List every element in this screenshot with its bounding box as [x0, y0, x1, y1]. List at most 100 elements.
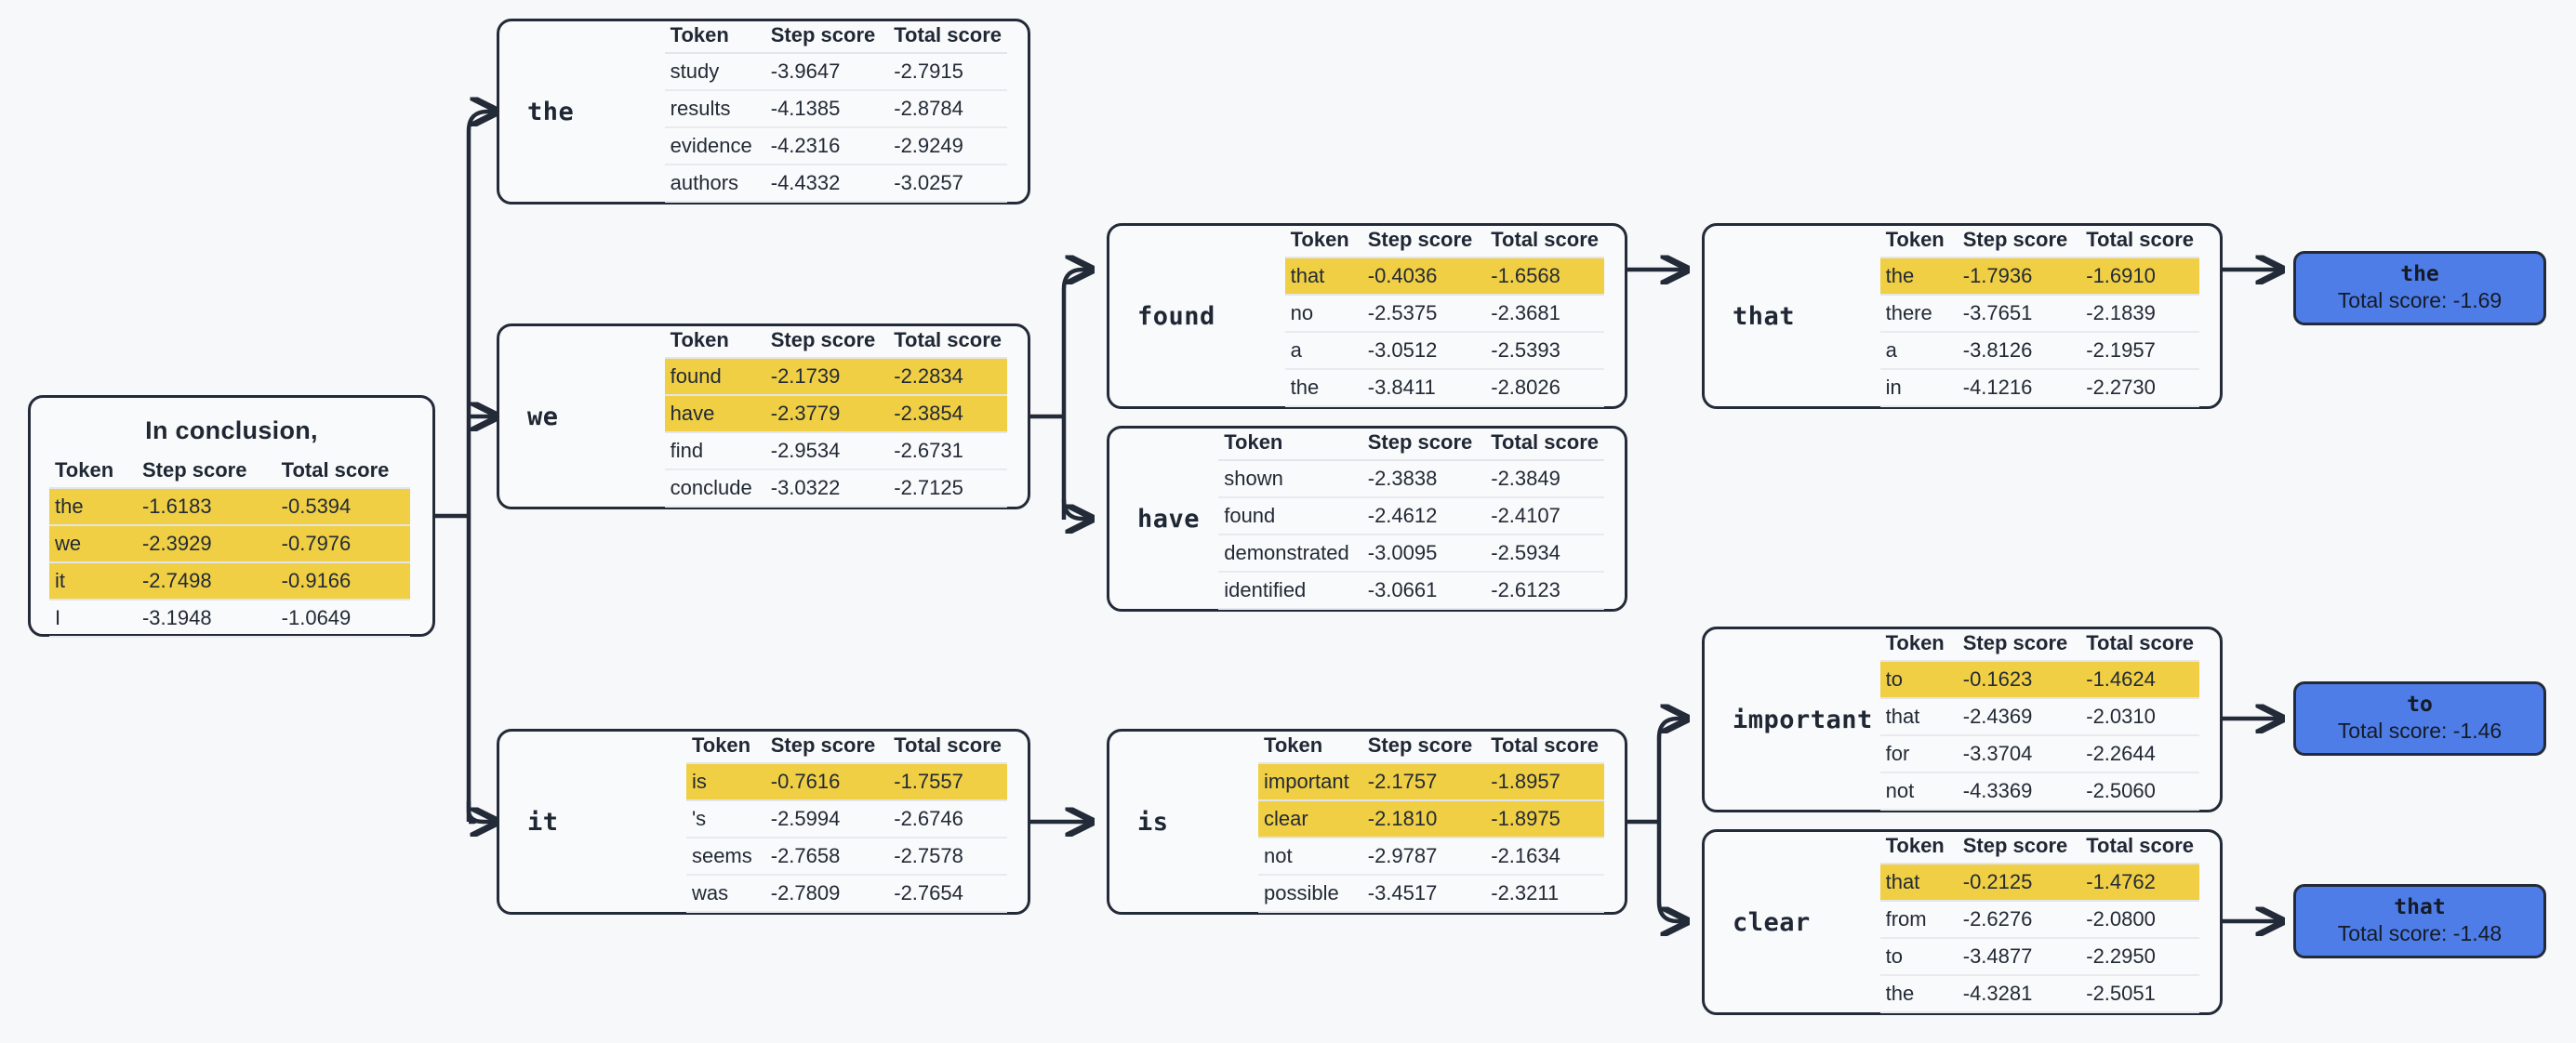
node-label: that	[1733, 301, 1796, 331]
table-row[interactable]: demonstrated-3.0095-2.5934	[1218, 534, 1604, 573]
leaf-the[interactable]: the Total score: -1.69	[2293, 251, 2546, 325]
leaf-to[interactable]: to Total score: -1.46	[2293, 681, 2546, 756]
table-row[interactable]: I-3.1948-1.0649	[49, 600, 410, 638]
table-row[interactable]: was-2.7809-2.7654	[685, 874, 1007, 913]
cell-step-score: -2.5375	[1361, 294, 1486, 333]
table-row[interactable]: a-3.0512-2.5393	[1284, 331, 1604, 370]
node-label: important	[1733, 705, 1873, 734]
node-root[interactable]: In conclusion, Token Step score Total sc…	[28, 395, 435, 638]
table-row[interactable]: found-2.4612-2.4107	[1218, 496, 1604, 535]
col-token: Token	[1879, 831, 1958, 865]
table-row[interactable]: have-2.3779-2.3854	[664, 394, 1007, 433]
table-row[interactable]: is-0.7616-1.7557	[685, 762, 1007, 801]
cell-total-score: -2.5393	[1485, 331, 1604, 370]
table-row[interactable]: evidence-4.2316-2.9249	[664, 126, 1007, 165]
cell-total-score: -2.3211	[1485, 874, 1604, 913]
table-row[interactable]: not-2.9787-2.1634	[1258, 837, 1604, 876]
leaf-token: that	[2394, 894, 2446, 919]
col-token: Token	[664, 20, 765, 54]
table-row[interactable]: from-2.6276-2.0800	[1879, 900, 2199, 939]
node-it[interactable]: it Token Step score Total score is-0.761…	[497, 729, 1030, 915]
table-row[interactable]: there-3.7651-2.1839	[1879, 294, 2199, 333]
cell-token: I	[49, 600, 137, 638]
table-row[interactable]: find-2.9534-2.6731	[664, 431, 1007, 470]
table-row[interactable]: the-4.3281-2.5051	[1879, 974, 2199, 1013]
table-row[interactable]: in-4.1216-2.2730	[1879, 368, 2199, 407]
table-row[interactable]: 's-2.5994-2.6746	[685, 799, 1007, 838]
table-row[interactable]: possible-3.4517-2.3211	[1258, 874, 1604, 913]
node-that[interactable]: that Token Step score Total score the-1.…	[1702, 223, 2223, 409]
node-is[interactable]: is Token Step score Total score importan…	[1107, 729, 1627, 915]
cell-token: 's	[685, 799, 765, 838]
cell-token: seems	[685, 837, 765, 876]
table-row[interactable]: it-2.7498-0.9166	[49, 562, 410, 601]
cell-token: find	[664, 431, 765, 470]
cell-step-score: -3.4517	[1361, 874, 1486, 913]
table-row[interactable]: important-2.1757-1.8957	[1258, 762, 1604, 801]
table-row[interactable]: that-0.2125-1.4762	[1879, 863, 2199, 902]
table-row[interactable]: no-2.5375-2.3681	[1284, 294, 1604, 333]
cell-total-score: -1.7557	[888, 762, 1007, 801]
cell-step-score: -3.9647	[764, 52, 889, 91]
cell-step-score: -0.7616	[764, 762, 889, 801]
table-row[interactable]: identified-3.0661-2.6123	[1218, 571, 1604, 610]
table-row[interactable]: found-2.1739-2.2834	[664, 357, 1007, 396]
table-row[interactable]: to-3.4877-2.2950	[1879, 937, 2199, 976]
table-row[interactable]: conclude-3.0322-2.7125	[664, 469, 1007, 508]
col-step-score: Step score	[764, 325, 889, 359]
cell-total-score: -2.6731	[888, 431, 1007, 470]
table-row[interactable]: we-2.3929-0.7976	[49, 525, 410, 563]
edge-trunk-to-it	[466, 801, 497, 822]
node-found[interactable]: found Token Step score Total score that-…	[1107, 223, 1627, 409]
cell-total-score: -1.4762	[2080, 863, 2199, 902]
cell-token: is	[685, 762, 765, 801]
table-row[interactable]: not-4.3369-2.5060	[1879, 772, 2199, 811]
node-label: we	[527, 402, 559, 431]
table-row[interactable]: that-0.4036-1.6568	[1284, 257, 1604, 296]
cell-total-score: -2.0310	[2080, 697, 2199, 736]
table-row[interactable]: a-3.8126-2.1957	[1879, 331, 2199, 370]
table-row[interactable]: study-3.9647-2.7915	[664, 52, 1007, 91]
table-row[interactable]: that-2.4369-2.0310	[1879, 697, 2199, 736]
col-token: Token	[1284, 225, 1362, 258]
cell-token: have	[664, 394, 765, 433]
cell-token: the	[1879, 974, 1958, 1013]
table-row[interactable]: the-1.6183-0.5394	[49, 488, 410, 526]
node-important[interactable]: important Token Step score Total score t…	[1702, 627, 2223, 812]
table-row[interactable]: the-3.8411-2.8026	[1284, 368, 1604, 407]
score-table: Token Step score Total score important-2…	[1258, 731, 1604, 913]
table-row[interactable]: authors-4.4332-3.0257	[664, 164, 1007, 203]
cell-total-score: -2.2730	[2080, 368, 2199, 407]
leaf-total-score: Total score: -1.69	[2337, 288, 2503, 313]
cell-step-score: -2.7498	[136, 562, 276, 601]
cell-total-score: -2.6123	[1485, 571, 1604, 610]
cell-token: the	[1284, 368, 1362, 407]
table-row[interactable]: results-4.1385-2.8784	[664, 89, 1007, 128]
cell-token: shown	[1218, 459, 1362, 498]
col-total-score: Total score	[275, 456, 410, 489]
score-table: Token Step score Total score found-2.173…	[664, 325, 1007, 508]
node-have[interactable]: have Token Step score Total score shown-…	[1107, 426, 1627, 612]
leaf-that[interactable]: that Total score: -1.48	[2293, 884, 2546, 958]
node-the[interactable]: the Token Step score Total score study-3…	[497, 19, 1030, 205]
edge-trunk3-to-important	[1656, 719, 1687, 739]
table-row[interactable]: clear-2.1810-1.8975	[1258, 799, 1604, 838]
cell-total-score: -2.1839	[2080, 294, 2199, 333]
node-label: clear	[1733, 907, 1811, 937]
table-row[interactable]: to-0.1623-1.4624	[1879, 660, 2199, 699]
cell-token: that	[1284, 257, 1362, 296]
table-row[interactable]: shown-2.3838-2.3849	[1218, 459, 1604, 498]
table-row[interactable]: seems-2.7658-2.7578	[685, 837, 1007, 876]
cell-token: study	[664, 52, 765, 91]
col-token: Token	[1258, 731, 1362, 764]
col-total-score: Total score	[2080, 225, 2199, 258]
node-we[interactable]: we Token Step score Total score found-2.…	[497, 323, 1030, 509]
cell-token: authors	[664, 164, 765, 203]
table-row[interactable]: the-1.7936-1.6910	[1879, 257, 2199, 296]
table-row[interactable]: for-3.3704-2.2644	[1879, 734, 2199, 773]
node-clear[interactable]: clear Token Step score Total score that-…	[1702, 829, 2223, 1015]
score-table: Token Step score Total score shown-2.383…	[1218, 428, 1604, 610]
cell-total-score: -2.5051	[2080, 974, 2199, 1013]
cell-step-score: -2.1757	[1361, 762, 1486, 801]
